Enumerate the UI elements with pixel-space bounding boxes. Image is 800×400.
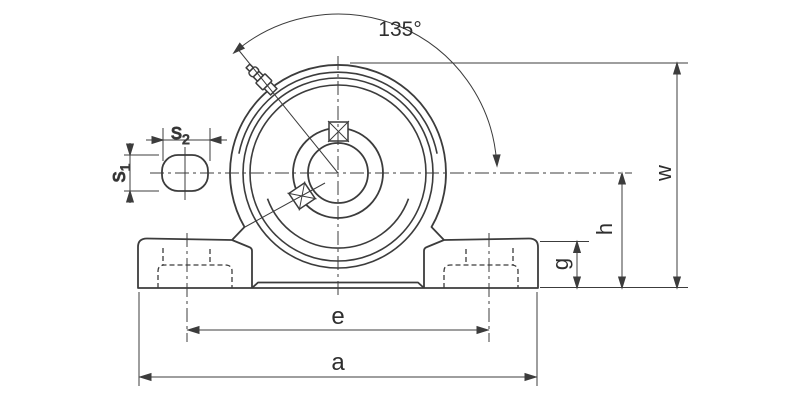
dimension-s1: s1 [105,143,159,203]
dimension-g: g [540,241,589,289]
e-arrow-left [187,326,200,334]
angle-dimension-135: 135° [230,13,501,167]
e-label: e [331,303,344,330]
centerlines [150,47,632,342]
w-arrow-bottom [673,276,681,289]
s2-arrow-left [151,136,164,144]
housing-body-profile [137,64,539,289]
a-arrow-right [524,373,537,381]
dimension-h: h [592,172,626,289]
right-foot-inner-edge [423,239,445,288]
h-arrow-bottom [618,276,626,289]
a-label: a [331,349,345,376]
angle-arc [233,13,498,163]
h-label: h [592,223,617,235]
a-arrow-left [139,373,152,381]
dimension-w: w [350,62,688,289]
dimension-e: e [187,303,489,334]
housing-groove-arc [238,71,438,154]
s1-label: s1 [105,163,133,182]
s1-arrow-top [126,143,134,156]
grease-axis-centerline [236,47,339,174]
foot-hidden-lines [157,248,519,288]
grease-fitting [245,63,278,96]
left-foot-pocket [157,264,233,288]
angle-arrow-left [230,42,245,57]
g-arrow-top [573,241,581,253]
e-arrow-right [476,326,489,334]
outer-ring-shoulder-arc [266,198,410,249]
dimension-s2: s2 [146,119,227,161]
w-label: w [651,165,676,182]
g-label: g [548,258,573,270]
right-foot-pocket [443,264,519,288]
w-arrow-top [673,62,681,75]
dimension-a: a [138,292,538,386]
bolt-slot-detail [161,147,209,200]
s1-arrow-bottom [126,190,134,203]
s2-label: s2 [171,119,190,147]
s2-arrow-right [209,136,222,144]
g-arrow-bottom [573,276,581,289]
angle-label: 135° [378,18,421,41]
left-foot-inner-edge [231,239,253,288]
angle-arrow-right [492,154,501,167]
set-screw-axis-centerline [244,182,326,228]
h-arrow-top [618,172,626,185]
